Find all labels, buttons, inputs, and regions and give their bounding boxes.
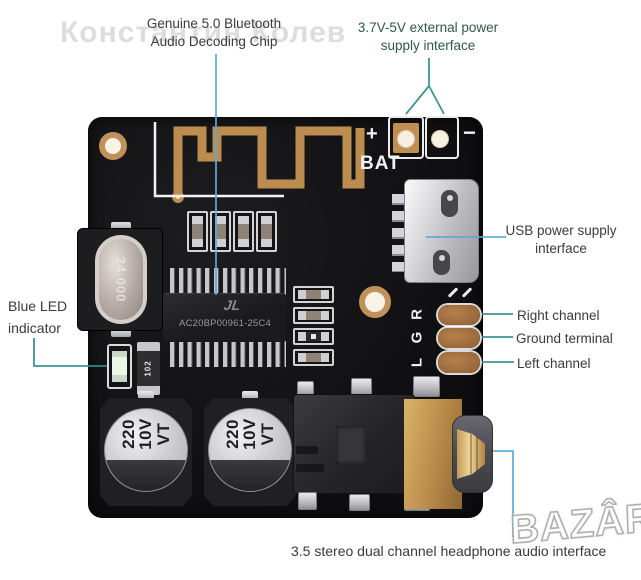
chip-pins-top <box>170 268 286 295</box>
cap-series: VT <box>153 423 173 446</box>
usb-annotation-label: USB power supply interface <box>505 223 617 256</box>
jack-pin <box>413 376 440 397</box>
bat-pad-negative <box>425 116 459 159</box>
jack-pin <box>349 494 370 511</box>
bluetooth-chip <box>163 293 286 342</box>
jack-annotation-label: 3.5 stereo dual channel headphone audio … <box>291 543 607 559</box>
electrolytic-capacitor: 220 10V VT <box>104 408 188 492</box>
smd-capacitor <box>187 211 208 252</box>
seller-watermark: Константин Колев <box>60 16 347 49</box>
store-logo-watermark: BAZÂR <box>509 495 641 553</box>
smd-resistor <box>293 349 334 366</box>
resistor-value: 102 <box>143 360 153 377</box>
mounting-hole-center <box>359 286 391 318</box>
capacitor-label: 220 10V VT <box>105 409 187 460</box>
mounting-hole-top-left <box>99 132 127 160</box>
usb-shell-slot-top <box>441 190 458 217</box>
cap-value: 220 <box>119 419 139 450</box>
power-annotation-label: 3.7V-5V external power supply interface <box>357 20 499 53</box>
power-callout-line <box>405 58 445 115</box>
ground-terminal-label: Ground terminal <box>516 331 613 346</box>
silkscreen-plus: + <box>366 123 378 145</box>
crystal-tab <box>111 222 131 230</box>
jack-contact-line <box>476 437 478 471</box>
crystal-can <box>95 235 147 324</box>
bat-hole-negative <box>431 130 449 148</box>
cap-series: VT <box>257 423 277 446</box>
right-channel-label: Right channel <box>517 308 600 323</box>
left-channel-label: Left channel <box>517 356 591 371</box>
silkscreen-g: G <box>408 331 426 344</box>
capacitor-label: 220 10V VT <box>209 409 291 460</box>
led-annotation-label: Blue LED indicator <box>8 298 68 336</box>
cap-value: 220 <box>223 419 243 450</box>
chip-annotation-label: Genuine 5.0 Bluetooth Audio Decoding Chi… <box>146 16 282 49</box>
electrolytic-capacitor: 220 10V VT <box>208 408 292 492</box>
chip-logo: JL <box>222 297 242 313</box>
smd-ic <box>293 328 334 345</box>
bat-hole-positive <box>397 130 415 148</box>
ground-pad <box>438 328 480 348</box>
cap-voltage: 10V <box>240 418 260 451</box>
smd-capacitor <box>233 211 254 252</box>
capacitor-polarity-mark <box>209 459 291 491</box>
silkscreen-r: R <box>408 309 426 320</box>
capacitor-tab <box>138 391 154 400</box>
jack-slot <box>296 464 324 472</box>
right-channel-pad <box>438 305 480 325</box>
jack-pin <box>298 492 317 510</box>
blue-led-lens <box>112 351 127 382</box>
blue-led <box>107 344 132 389</box>
chip-pins-bottom <box>170 341 286 367</box>
usb-slot-pin-bottom <box>439 255 445 261</box>
silkscreen-minus: − <box>463 120 476 145</box>
crystal-frequency-text: 24.000 <box>113 256 129 303</box>
bat-pad-positive <box>388 116 424 159</box>
smd-resistor <box>293 307 334 324</box>
crystal-tab <box>111 329 131 337</box>
jack-slot <box>296 446 318 454</box>
smd-capacitor <box>256 211 277 252</box>
resistor-102: 102 <box>137 342 160 395</box>
usb-solder-pins <box>392 194 405 272</box>
silkscreen-bat: BAT <box>360 153 401 174</box>
left-channel-pad <box>438 352 480 373</box>
chip-part-number: AC20BP00961-25C4 <box>179 318 271 329</box>
capacitor-tab <box>242 391 258 400</box>
smd-resistor <box>293 286 334 303</box>
jack-emboss <box>336 426 366 464</box>
silkscreen-l: L <box>408 357 426 368</box>
smd-capacitor <box>210 211 231 252</box>
usb-slot-pin-top <box>447 195 453 201</box>
jack-contact-line <box>470 434 472 474</box>
usb-shell-slot-bottom <box>433 250 450 275</box>
capacitor-polarity-mark <box>105 459 187 491</box>
cap-voltage: 10V <box>136 418 156 451</box>
